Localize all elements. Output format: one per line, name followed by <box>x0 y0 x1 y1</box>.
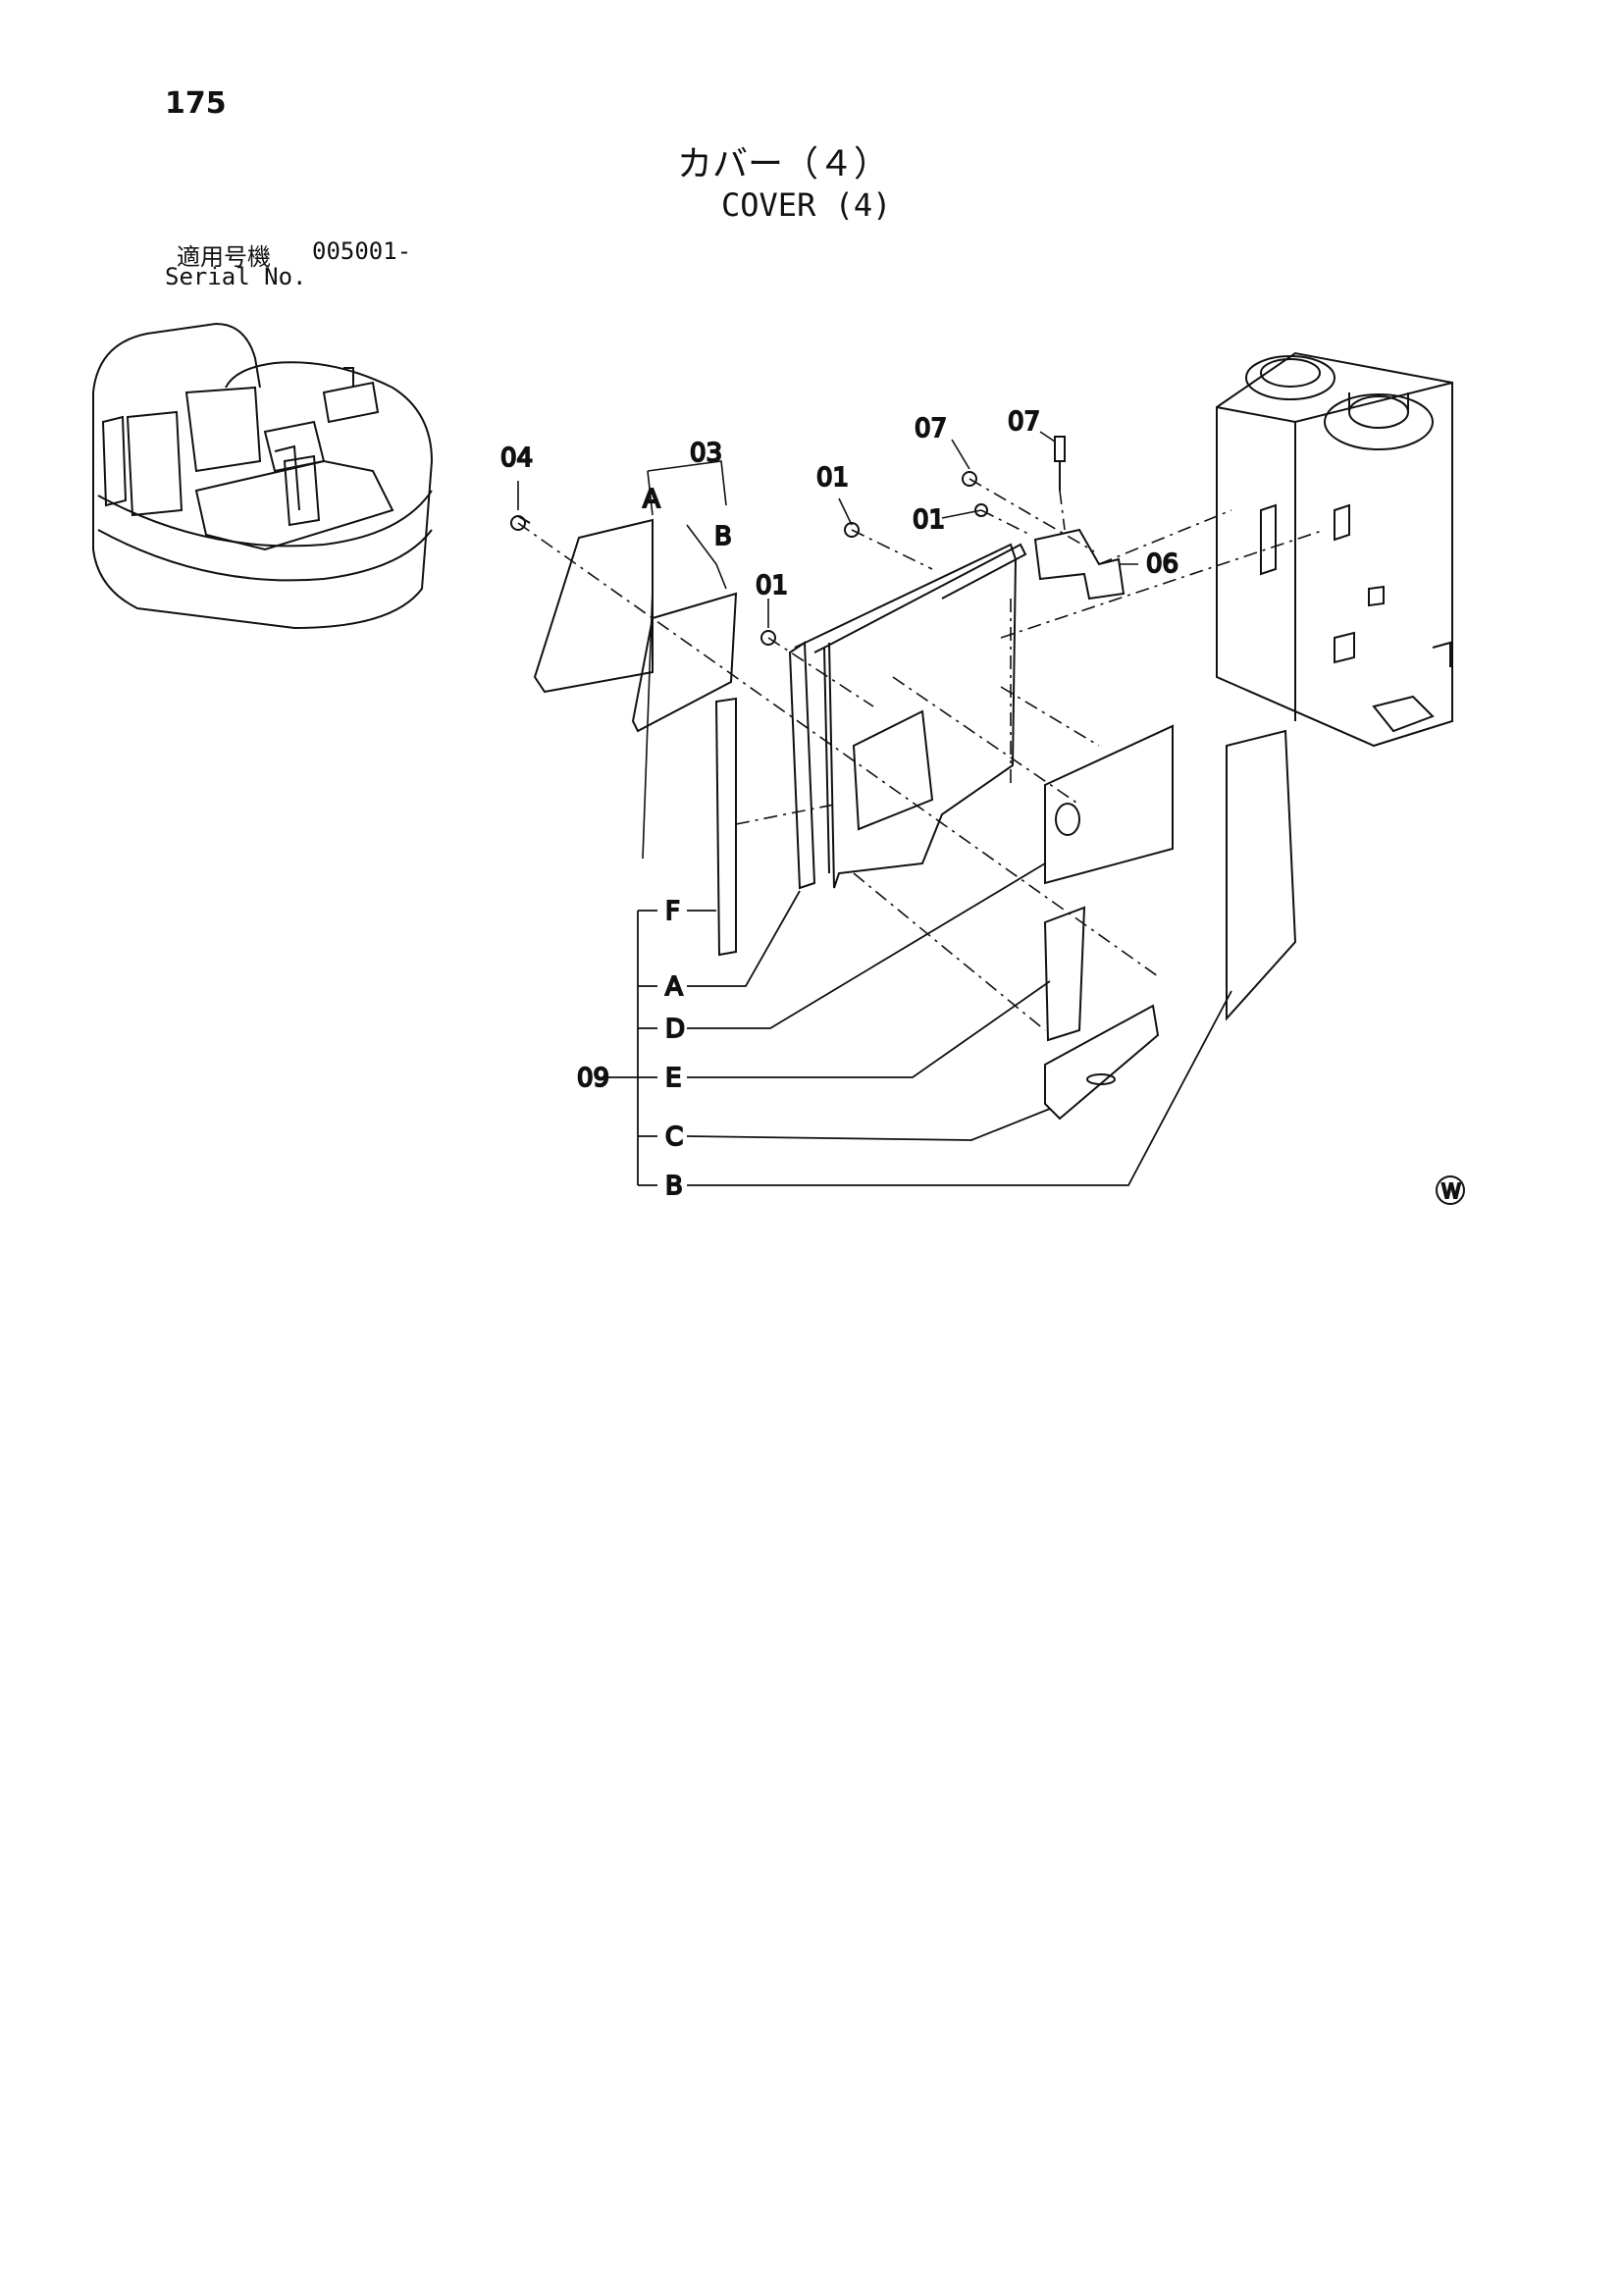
callout-03-b: B <box>714 522 732 551</box>
bolt-07-left <box>962 471 977 487</box>
serial-label-english: Serial No. <box>165 263 307 290</box>
assembly-09-bracket <box>608 862 1232 1186</box>
title-english: COVER (4) <box>721 186 892 224</box>
callout-leaders <box>517 431 1138 860</box>
cover-plate-03a <box>533 518 654 694</box>
bracket-06 <box>1033 528 1126 600</box>
callout-01-left: 01 <box>756 571 788 600</box>
serial-number-value: 005001- <box>312 237 412 265</box>
seal-d <box>1044 724 1174 885</box>
callout-03-a: A <box>643 485 660 514</box>
seal-c <box>1044 1004 1160 1121</box>
seal-strip-f <box>714 697 737 957</box>
seal-c-slot <box>1086 1073 1116 1085</box>
seal-e <box>1043 906 1086 1042</box>
callout-01-top: 01 <box>816 463 849 493</box>
assembly-item-c: C <box>665 1122 683 1152</box>
seal-b <box>1226 729 1297 1021</box>
seal-d-hole <box>1055 803 1080 836</box>
bolt-01-mid <box>974 503 988 517</box>
hydraulic-tank-illustration <box>1216 351 1453 748</box>
callout-06: 06 <box>1146 549 1178 579</box>
callout-07-right: 07 <box>1008 407 1040 437</box>
serial-label-japanese: 適用号機 <box>177 243 271 271</box>
callout-03: 03 <box>690 439 722 468</box>
assembly-item-f: F <box>665 897 680 926</box>
title-japanese: カバー（４） <box>677 144 890 184</box>
assembly-item-e: E <box>665 1064 681 1093</box>
bolt-04 <box>510 515 531 531</box>
bolt-07-right <box>1054 436 1066 491</box>
cover-plate-top-bar <box>823 543 1027 649</box>
page-number: 175 <box>165 86 227 121</box>
cover-plate-inner-panel <box>852 709 934 831</box>
svg-text:W: W <box>1441 1179 1461 1203</box>
assembly-item-d: D <box>665 1015 685 1044</box>
assembly-guide-lines <box>517 478 1326 1031</box>
bolt-01-left <box>760 630 776 646</box>
cover-plate-channel <box>788 641 830 890</box>
callout-04: 04 <box>500 444 533 473</box>
assembly-item-a: A <box>665 972 683 1002</box>
circled-w-mark: W <box>1436 1175 1465 1205</box>
callout-09: 09 <box>577 1064 609 1093</box>
assembly-item-b: B <box>665 1172 683 1201</box>
machine-overview-illustration <box>92 322 434 630</box>
callout-07-left: 07 <box>915 414 947 444</box>
bolt-01-top <box>844 522 860 538</box>
callout-01-mid: 01 <box>913 505 945 535</box>
cover-plate-03b <box>631 592 738 733</box>
